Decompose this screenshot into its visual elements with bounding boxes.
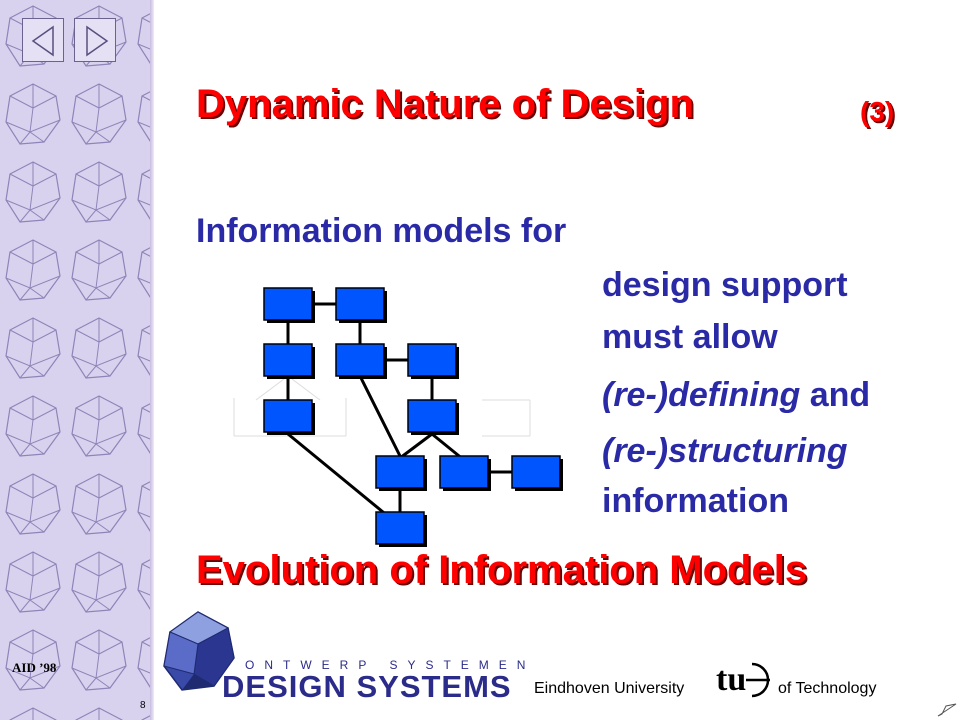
design-systems-logo-mark <box>163 611 235 691</box>
model-box <box>335 343 387 379</box>
body-line-4: (re-)defining and <box>602 376 870 415</box>
triangle-right-icon <box>86 25 109 57</box>
pointer-arrow-icon[interactable] <box>936 700 958 718</box>
body-line-6: information <box>602 482 789 520</box>
body-line-3: must allow <box>602 318 778 356</box>
tue-mark: tu <box>716 661 746 698</box>
triangle-left-icon <box>31 25 54 57</box>
information-model-diagram <box>233 287 563 547</box>
model-box <box>407 399 459 435</box>
model-box <box>263 343 315 379</box>
body-line-4-rest: and <box>800 376 871 414</box>
next-slide-button[interactable] <box>74 18 116 62</box>
previous-slide-button[interactable] <box>22 18 64 62</box>
decorative-sidebar: AID ’98 <box>0 0 150 720</box>
model-box <box>407 343 459 379</box>
model-box <box>375 511 427 547</box>
model-box <box>263 399 315 435</box>
crystal-pattern <box>0 0 150 720</box>
tue-logo: tu <box>716 661 770 698</box>
model-box <box>375 455 427 491</box>
body-line-5: (re-)structuring <box>602 432 848 470</box>
logo-tagline: ONTWERP SYSTEMEN <box>245 658 536 672</box>
diagram-connectors <box>286 302 512 528</box>
body-line-1: Information models for <box>196 212 567 250</box>
model-box <box>511 455 563 491</box>
slide-subtitle: Evolution of Information Models <box>196 548 808 592</box>
model-box <box>335 287 387 323</box>
body-line-4-italic: (re-)defining <box>602 376 801 414</box>
university-name-left: Eindhoven University <box>534 680 685 697</box>
slide-title: Dynamic Nature of Design <box>196 82 694 126</box>
sidebar-edge <box>150 0 154 720</box>
model-box <box>263 287 315 323</box>
diagram-boxes <box>263 287 563 547</box>
university-name-right: of Technology <box>778 680 877 697</box>
logo-wordmark: DESIGN SYSTEMS <box>222 669 512 704</box>
model-box <box>439 455 491 491</box>
conference-label: AID ’98 <box>12 660 57 675</box>
slide-number: 8 <box>140 700 146 711</box>
body-line-2: design support <box>602 266 848 304</box>
slide-title-number: (3) <box>860 96 895 127</box>
